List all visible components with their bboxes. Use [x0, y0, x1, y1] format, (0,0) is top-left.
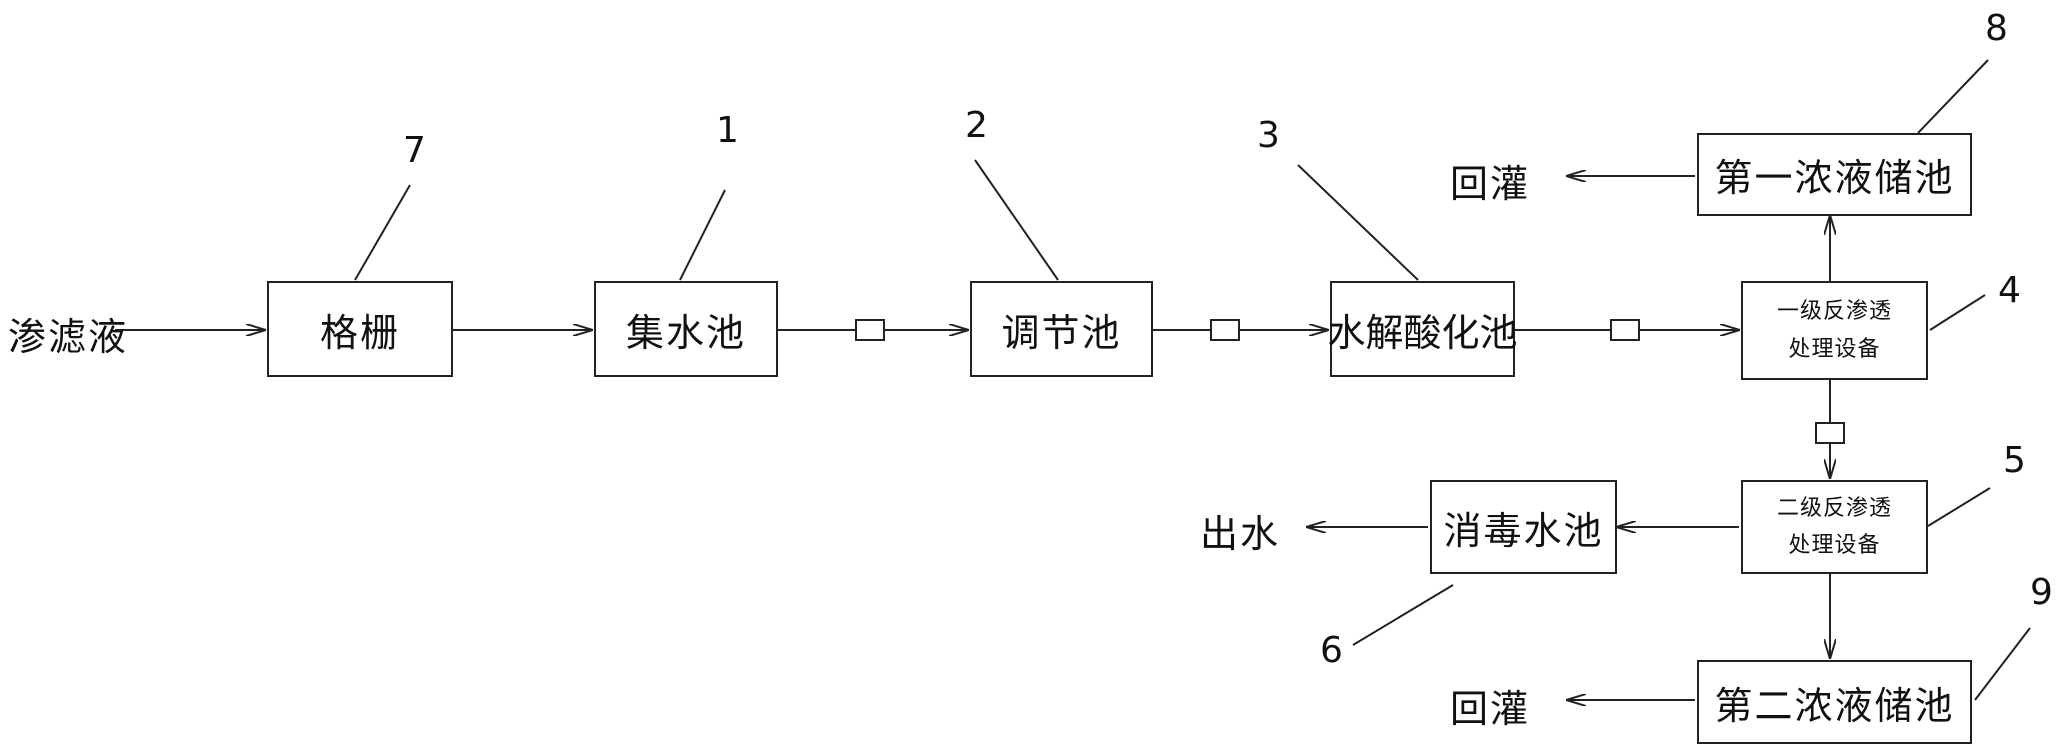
disinfection-tank-box: 消毒水池: [1430, 480, 1617, 574]
callout-3: 3: [1257, 115, 1280, 156]
hydrolysis-tank-label: 水解酸化池: [1327, 310, 1518, 355]
concentrate-tank-1-label: 第一浓液储池: [1714, 156, 1955, 200]
input-label: 渗滤液: [8, 315, 129, 359]
leader-5: [1927, 487, 1991, 527]
effluent-label: 出水: [1200, 512, 1281, 556]
ro2-box: 二级反渗透 处理设备: [1741, 480, 1928, 574]
collection-tank-box: 集水池: [594, 281, 778, 377]
leader-1: [679, 189, 726, 281]
callout-8: 8: [1985, 8, 2008, 49]
ro1-label: 一级反渗透 处理设备: [1777, 293, 1892, 368]
pump-3: [1610, 319, 1640, 341]
ro1-label-line2: 处理设备: [1788, 336, 1881, 362]
concentrate-tank-2-box: 第二浓液储池: [1697, 660, 1972, 744]
adjustment-tank-box: 调节池: [970, 281, 1153, 377]
leader-6: [1352, 584, 1454, 646]
pump-4: [1815, 422, 1845, 444]
ro1-label-line1: 一级反渗透: [1776, 299, 1892, 325]
concentrate-tank-2-label: 第二浓液储池: [1714, 683, 1955, 728]
collection-tank-label: 集水池: [625, 310, 746, 355]
callout-5: 5: [2003, 440, 2026, 481]
leader-4: [1929, 294, 1986, 331]
pump-2: [1210, 319, 1240, 341]
callout-6: 6: [1320, 630, 1343, 671]
adjustment-tank-label: 调节池: [1001, 310, 1122, 355]
disinfection-tank-label: 消毒水池: [1443, 508, 1604, 553]
callout-7: 7: [403, 130, 426, 171]
callout-2: 2: [965, 105, 988, 146]
callout-9: 9: [2030, 572, 2053, 613]
recirculation-label-1: 回灌: [1450, 162, 1531, 206]
callout-1: 1: [716, 110, 739, 151]
hydrolysis-tank-box: 水解酸化池: [1327, 281, 1518, 377]
leader-9: [1974, 627, 2031, 701]
ro1-box: 一级反渗透 处理设备: [1741, 281, 1928, 380]
ro2-label-line2: 处理设备: [1788, 533, 1881, 558]
concentrate-tank-1-box: 第一浓液储池: [1697, 133, 1972, 216]
leader-8: [1917, 59, 1989, 134]
recirculation-label-2: 回灌: [1450, 687, 1531, 731]
grille-label: 格栅: [319, 310, 400, 355]
ro2-label-line1: 二级反渗透: [1776, 495, 1892, 521]
leader-3: [1297, 164, 1419, 281]
callout-4: 4: [1998, 270, 2021, 311]
leader-7: [354, 184, 411, 281]
grille-box: 格栅: [267, 281, 453, 377]
leader-2: [974, 159, 1059, 281]
pump-1: [855, 319, 885, 341]
ro2-label: 二级反渗透 处理设备: [1777, 490, 1892, 565]
